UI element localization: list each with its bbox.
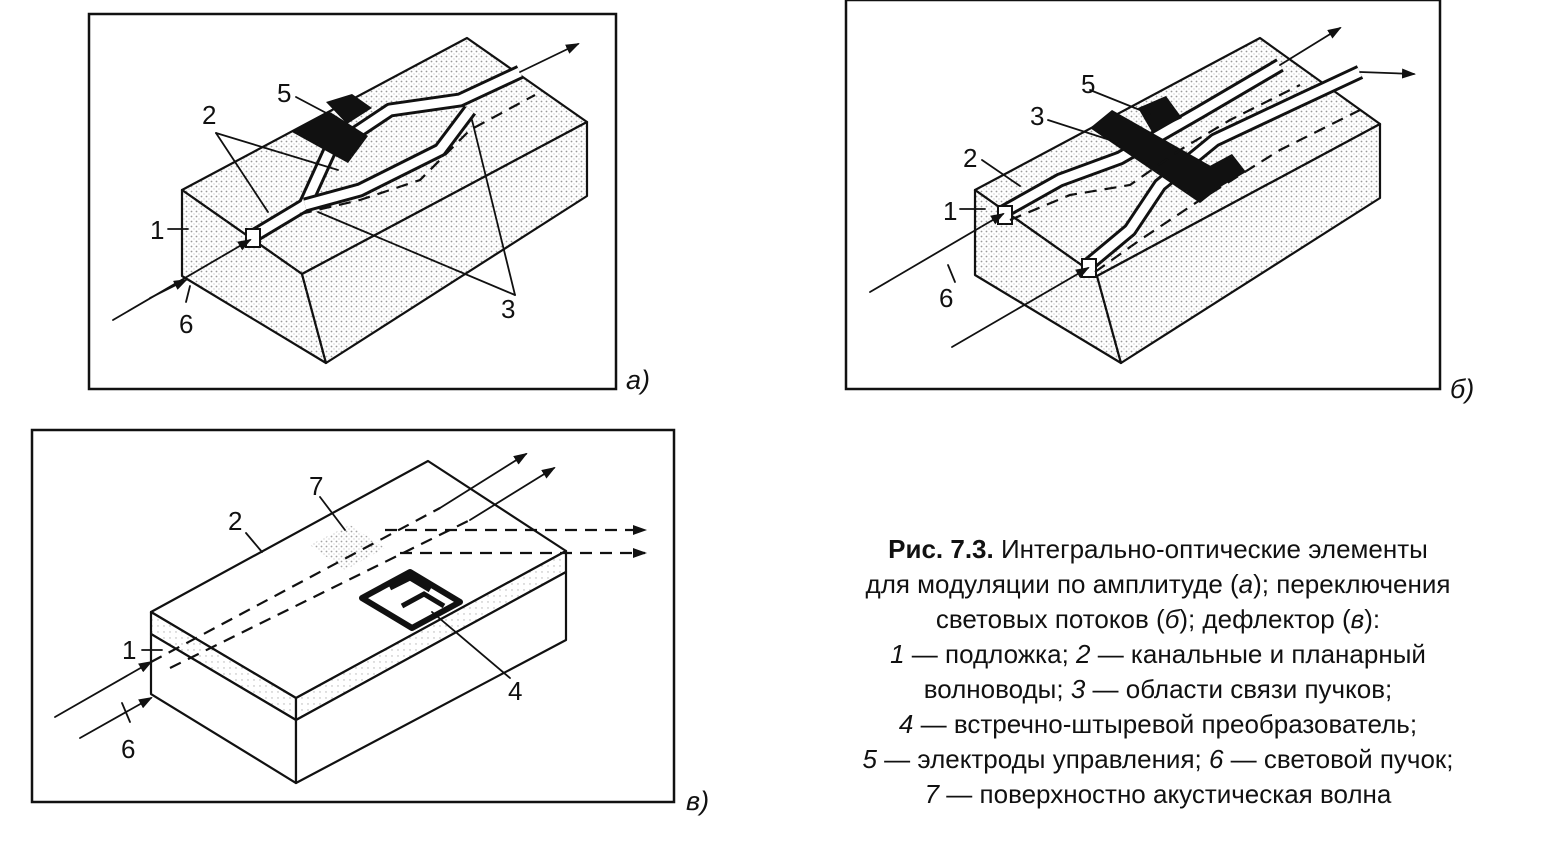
- panel-v-input-beam-1: [54, 661, 153, 718]
- panel-v-leader-4: [431, 611, 511, 679]
- panel-a-leader-3a: [471, 119, 516, 296]
- panel-a-leader-2a: [215, 132, 269, 213]
- panel-b-leader-3: [1047, 119, 1111, 141]
- panel-a: 1 2 3 5 6 а): [87, 12, 650, 395]
- caption-line-2: для модуляции по амплитуде (а); переключ…: [865, 569, 1451, 599]
- panel-v-label: в): [686, 786, 709, 816]
- panel-b-callout-1: 1: [943, 196, 957, 226]
- panel-v-callout-1: 1: [122, 635, 136, 665]
- panel-b-leader-5: [1089, 89, 1151, 115]
- panel-b-leader-6: [947, 264, 956, 283]
- panel-v-saw-region: [310, 525, 385, 570]
- panel-a-waveguide-upper: [247, 67, 522, 242]
- figure-caption: Рис. 7.3. Интегрально-оптические элемент…: [788, 532, 1528, 812]
- panel-b-electrode-pad-2: [1206, 154, 1246, 186]
- panel-a-output-beam: [519, 43, 580, 73]
- panel-a-callout-1: 1: [150, 215, 164, 245]
- panel-a-side-face: [300, 120, 589, 365]
- panel-a-callout-6: 6: [179, 309, 193, 339]
- panel-b-leader-2: [981, 159, 1021, 187]
- panel-b-output-beam-1: [1279, 26, 1342, 66]
- panel-a-leader-3b: [317, 211, 516, 296]
- panel-a-beam-marker: [149, 279, 188, 299]
- panel-a-electrode-pad: [326, 94, 372, 124]
- panel-b-frame: [844, 0, 1442, 391]
- panel-b-electrode-bar: [1090, 110, 1232, 203]
- panel-a-callout-2: 2: [202, 100, 216, 130]
- panel-v-leader-6: [121, 702, 131, 723]
- caption-line-5: волноводы; 3 — области связи пучков;: [923, 674, 1393, 704]
- caption-title: Рис. 7.3.: [888, 534, 994, 564]
- caption-line-1: Рис. 7.3. Интегрально-оптические элемент…: [888, 534, 1428, 564]
- panel-a-light-path: [299, 94, 536, 216]
- panel-b-side-face: [1095, 122, 1382, 365]
- panel-a-leader-2b: [215, 132, 339, 171]
- panel-v-substrate-side: [294, 570, 568, 785]
- panel-v: 1 2 4 6 7 в): [30, 428, 709, 816]
- panel-b-output-beam-2: [1359, 68, 1416, 79]
- panel-b-waveguide-end-2: [1081, 258, 1097, 278]
- panel-v-callout-2: 2: [228, 506, 242, 536]
- panel-a-waveguide-end: [245, 228, 261, 248]
- panel-v-output-beam-1: [439, 452, 528, 509]
- panel-b-callout-6: 6: [939, 283, 953, 313]
- caption-line-7: 5 — электроды управления; 6 — световой п…: [862, 744, 1454, 774]
- panel-v-output-beam-2: [469, 466, 556, 521]
- caption-line-8: 7 — поверхностно акустическая волна: [924, 779, 1392, 809]
- caption-line-4: 1 — подложка; 2 — канальные и планарный: [890, 639, 1426, 669]
- panel-b-input-beam-1: [869, 212, 1005, 293]
- panel-v-leader-2: [245, 532, 263, 553]
- caption-line-6: 4 — встречно-штыревой преобразователь;: [898, 709, 1418, 739]
- panel-a-callout-5: 5: [277, 78, 291, 108]
- panel-b-label: б): [1450, 374, 1474, 404]
- panel-v-leader-7: [319, 496, 346, 531]
- panel-a-leader-5: [295, 96, 331, 116]
- panel-a-waveguide-lower: [303, 107, 474, 210]
- panel-v-callout-4: 4: [508, 676, 522, 706]
- panel-a-electrode-main: [292, 112, 368, 163]
- panel-v-guided-beam-2: [169, 519, 471, 669]
- panel-v-frame: [30, 428, 676, 804]
- panel-v-callout-7: 7: [309, 471, 323, 501]
- panel-a-frame: [87, 12, 618, 391]
- caption-line-3: световых потоков (б); дефлектор (в):: [935, 604, 1381, 634]
- panel-v-input-beam-2: [79, 697, 153, 739]
- panel-a-callout-3: 3: [501, 294, 515, 324]
- panel-b-electrode-pad-1: [1138, 96, 1182, 132]
- panel-b-callout-2: 2: [963, 143, 977, 173]
- panel-b-light-path-2: [1094, 109, 1361, 273]
- panel-b-input-beam-2: [951, 266, 1090, 348]
- panel-a-leader-6: [185, 285, 191, 303]
- panel-v-guided-beam-1: [150, 507, 441, 663]
- panel-b-callout-3: 3: [1030, 101, 1044, 131]
- panel-a-label: а): [626, 365, 650, 395]
- panel-b-callout-5: 5: [1081, 69, 1095, 99]
- panel-v-callout-6: 6: [121, 734, 135, 764]
- panel-b: 1 2 3 5 6 б): [844, 0, 1474, 404]
- panel-v-idt: [359, 569, 463, 631]
- panel-b-waveguide-1: [1000, 61, 1283, 216]
